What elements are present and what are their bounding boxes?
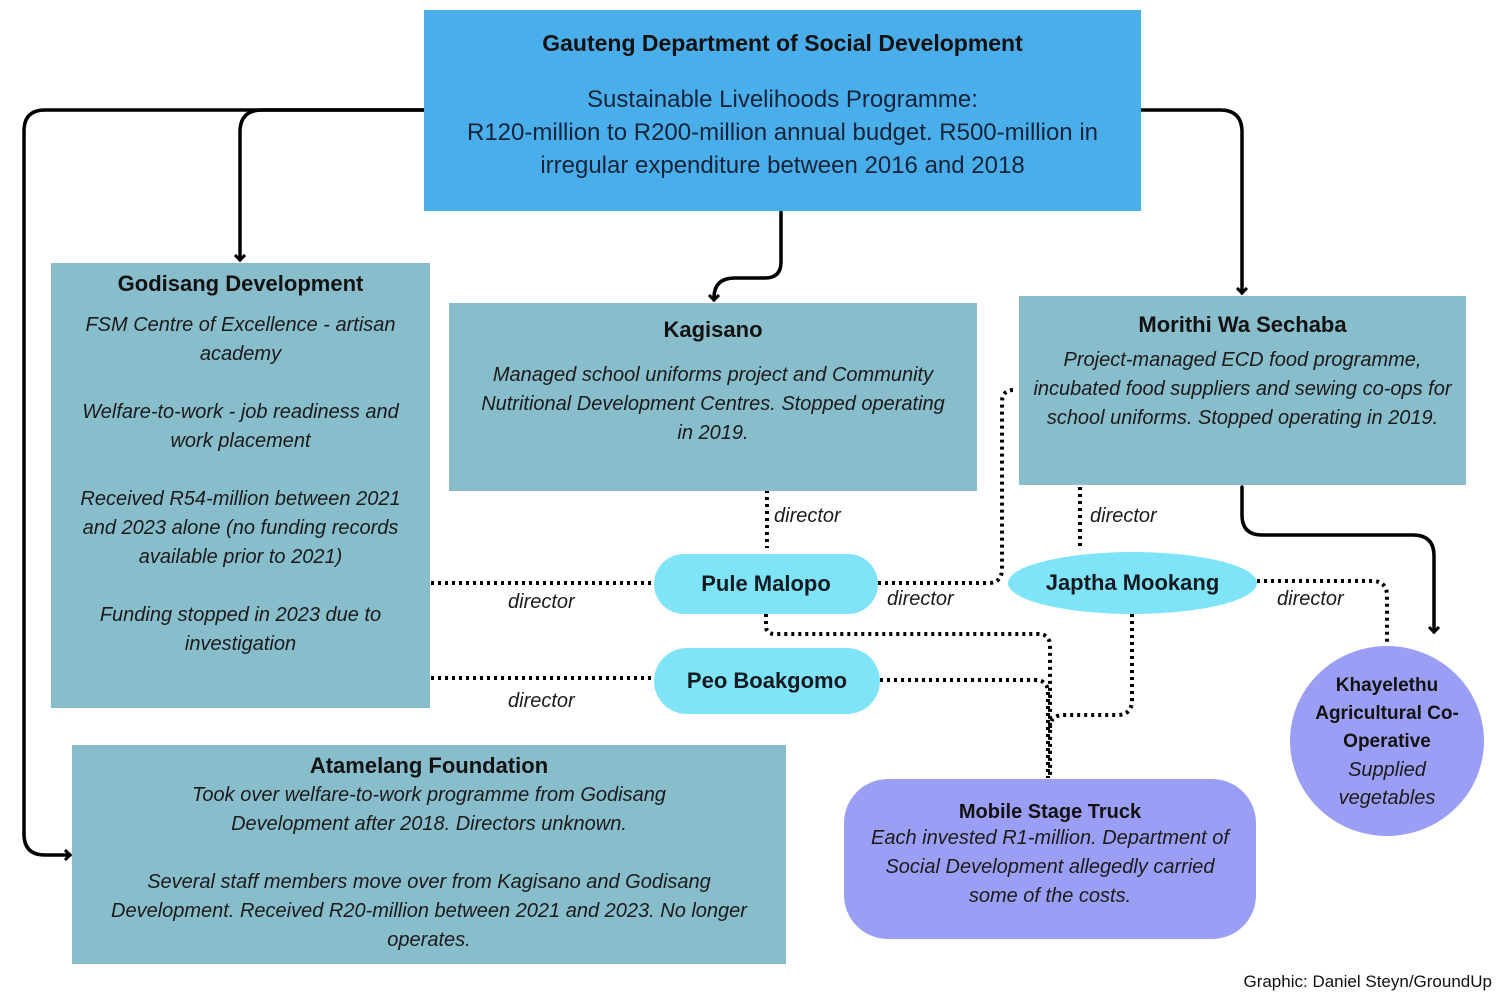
department-line: irregular expenditure between 2016 and 2…	[540, 152, 1025, 179]
person-pule-malopo[interactable]: Pule Malopo	[654, 554, 878, 614]
arrow-dept-to-atamelang	[22, 108, 426, 855]
department-line: Sustainable Livelihoods Programme:	[587, 86, 978, 113]
khayelethu-circle: Khayelethu Agricultural Co-Operative Sup…	[1290, 646, 1484, 836]
morithi-text: Project-managed ECD food programme, incu…	[1033, 349, 1452, 429]
kagisano-title: Kagisano	[663, 317, 763, 342]
godisang-title: Godisang Development	[117, 271, 364, 296]
atamelang-paragraph: Took over welfare-to-work programme from…	[192, 784, 666, 835]
godisang-paragraph: Funding stopped in 2023 due to investiga…	[99, 604, 382, 655]
department-box: Gauteng Department of Social Development…	[424, 10, 1141, 211]
arrow-morithi-to-khayelethu	[1240, 485, 1434, 632]
person-name: Peo Boakgomo	[686, 668, 848, 693]
link-japtha-khayelethu	[1257, 579, 1389, 645]
graphic-credit: Graphic: Daniel Steyn/GroundUp	[1243, 972, 1492, 991]
director-label-japtha-khayelethu: director	[1277, 588, 1344, 610]
director-label-kagisano-pule: director	[774, 505, 841, 527]
person-japtha-mookang[interactable]: Japtha Mookang	[1008, 552, 1257, 614]
mobile-stage-truck-box: Mobile Stage Truck Each invested R1-mill…	[844, 779, 1256, 939]
director-label-godisang-peo: director	[508, 690, 575, 712]
arrow-dept-to-morithi	[1139, 108, 1242, 293]
link-peo-truck	[880, 678, 1050, 778]
department-line: R120-million to R200-million annual budg…	[467, 119, 1098, 146]
khayelethu-title: Khayelethu Agricultural Co-Operative	[1315, 675, 1459, 752]
kagisano-text: Managed school uniforms project and Comm…	[481, 364, 945, 444]
morithi-box: Morithi Wa Sechaba Project-managed ECD f…	[1019, 296, 1466, 485]
godisang-paragraph: Welfare-to-work - job readiness and work…	[82, 401, 399, 452]
link-pule-truck	[764, 614, 1052, 778]
person-name: Japtha Mookang	[1045, 570, 1220, 595]
atamelang-box: Atamelang Foundation Took over welfare-t…	[72, 745, 786, 964]
khayelethu-text: Supplied vegetables	[1338, 759, 1436, 809]
truck-text: Each invested R1-million. Department of …	[871, 827, 1229, 907]
godisang-paragraph: FSM Centre of Excellence - artisan acade…	[85, 314, 396, 365]
department-title: Gauteng Department of Social Development	[542, 30, 1023, 56]
atamelang-title: Atamelang Foundation	[309, 753, 549, 778]
director-label-morithi-japtha: director	[1090, 505, 1157, 527]
person-name: Pule Malopo	[701, 571, 831, 596]
director-label-pule-morithi: director	[887, 588, 954, 610]
morithi-title: Morithi Wa Sechaba	[1138, 312, 1347, 337]
atamelang-paragraph: Several staff members move over from Kag…	[111, 871, 747, 951]
director-label-godisang-pule: director	[508, 591, 575, 613]
arrow-dept-to-godisang	[240, 108, 426, 260]
godisang-paragraph: Received R54-million between 2021 and 20…	[80, 488, 401, 568]
kagisano-box: Kagisano Managed school uniforms project…	[449, 303, 977, 491]
truck-title: Mobile Stage Truck	[958, 801, 1142, 823]
link-japtha-truck	[1048, 614, 1134, 729]
person-peo-boakgomo[interactable]: Peo Boakgomo	[654, 648, 880, 714]
godisang-box: Godisang Development FSM Centre of Excel…	[51, 263, 430, 708]
arrow-dept-to-kagisano	[714, 210, 783, 300]
